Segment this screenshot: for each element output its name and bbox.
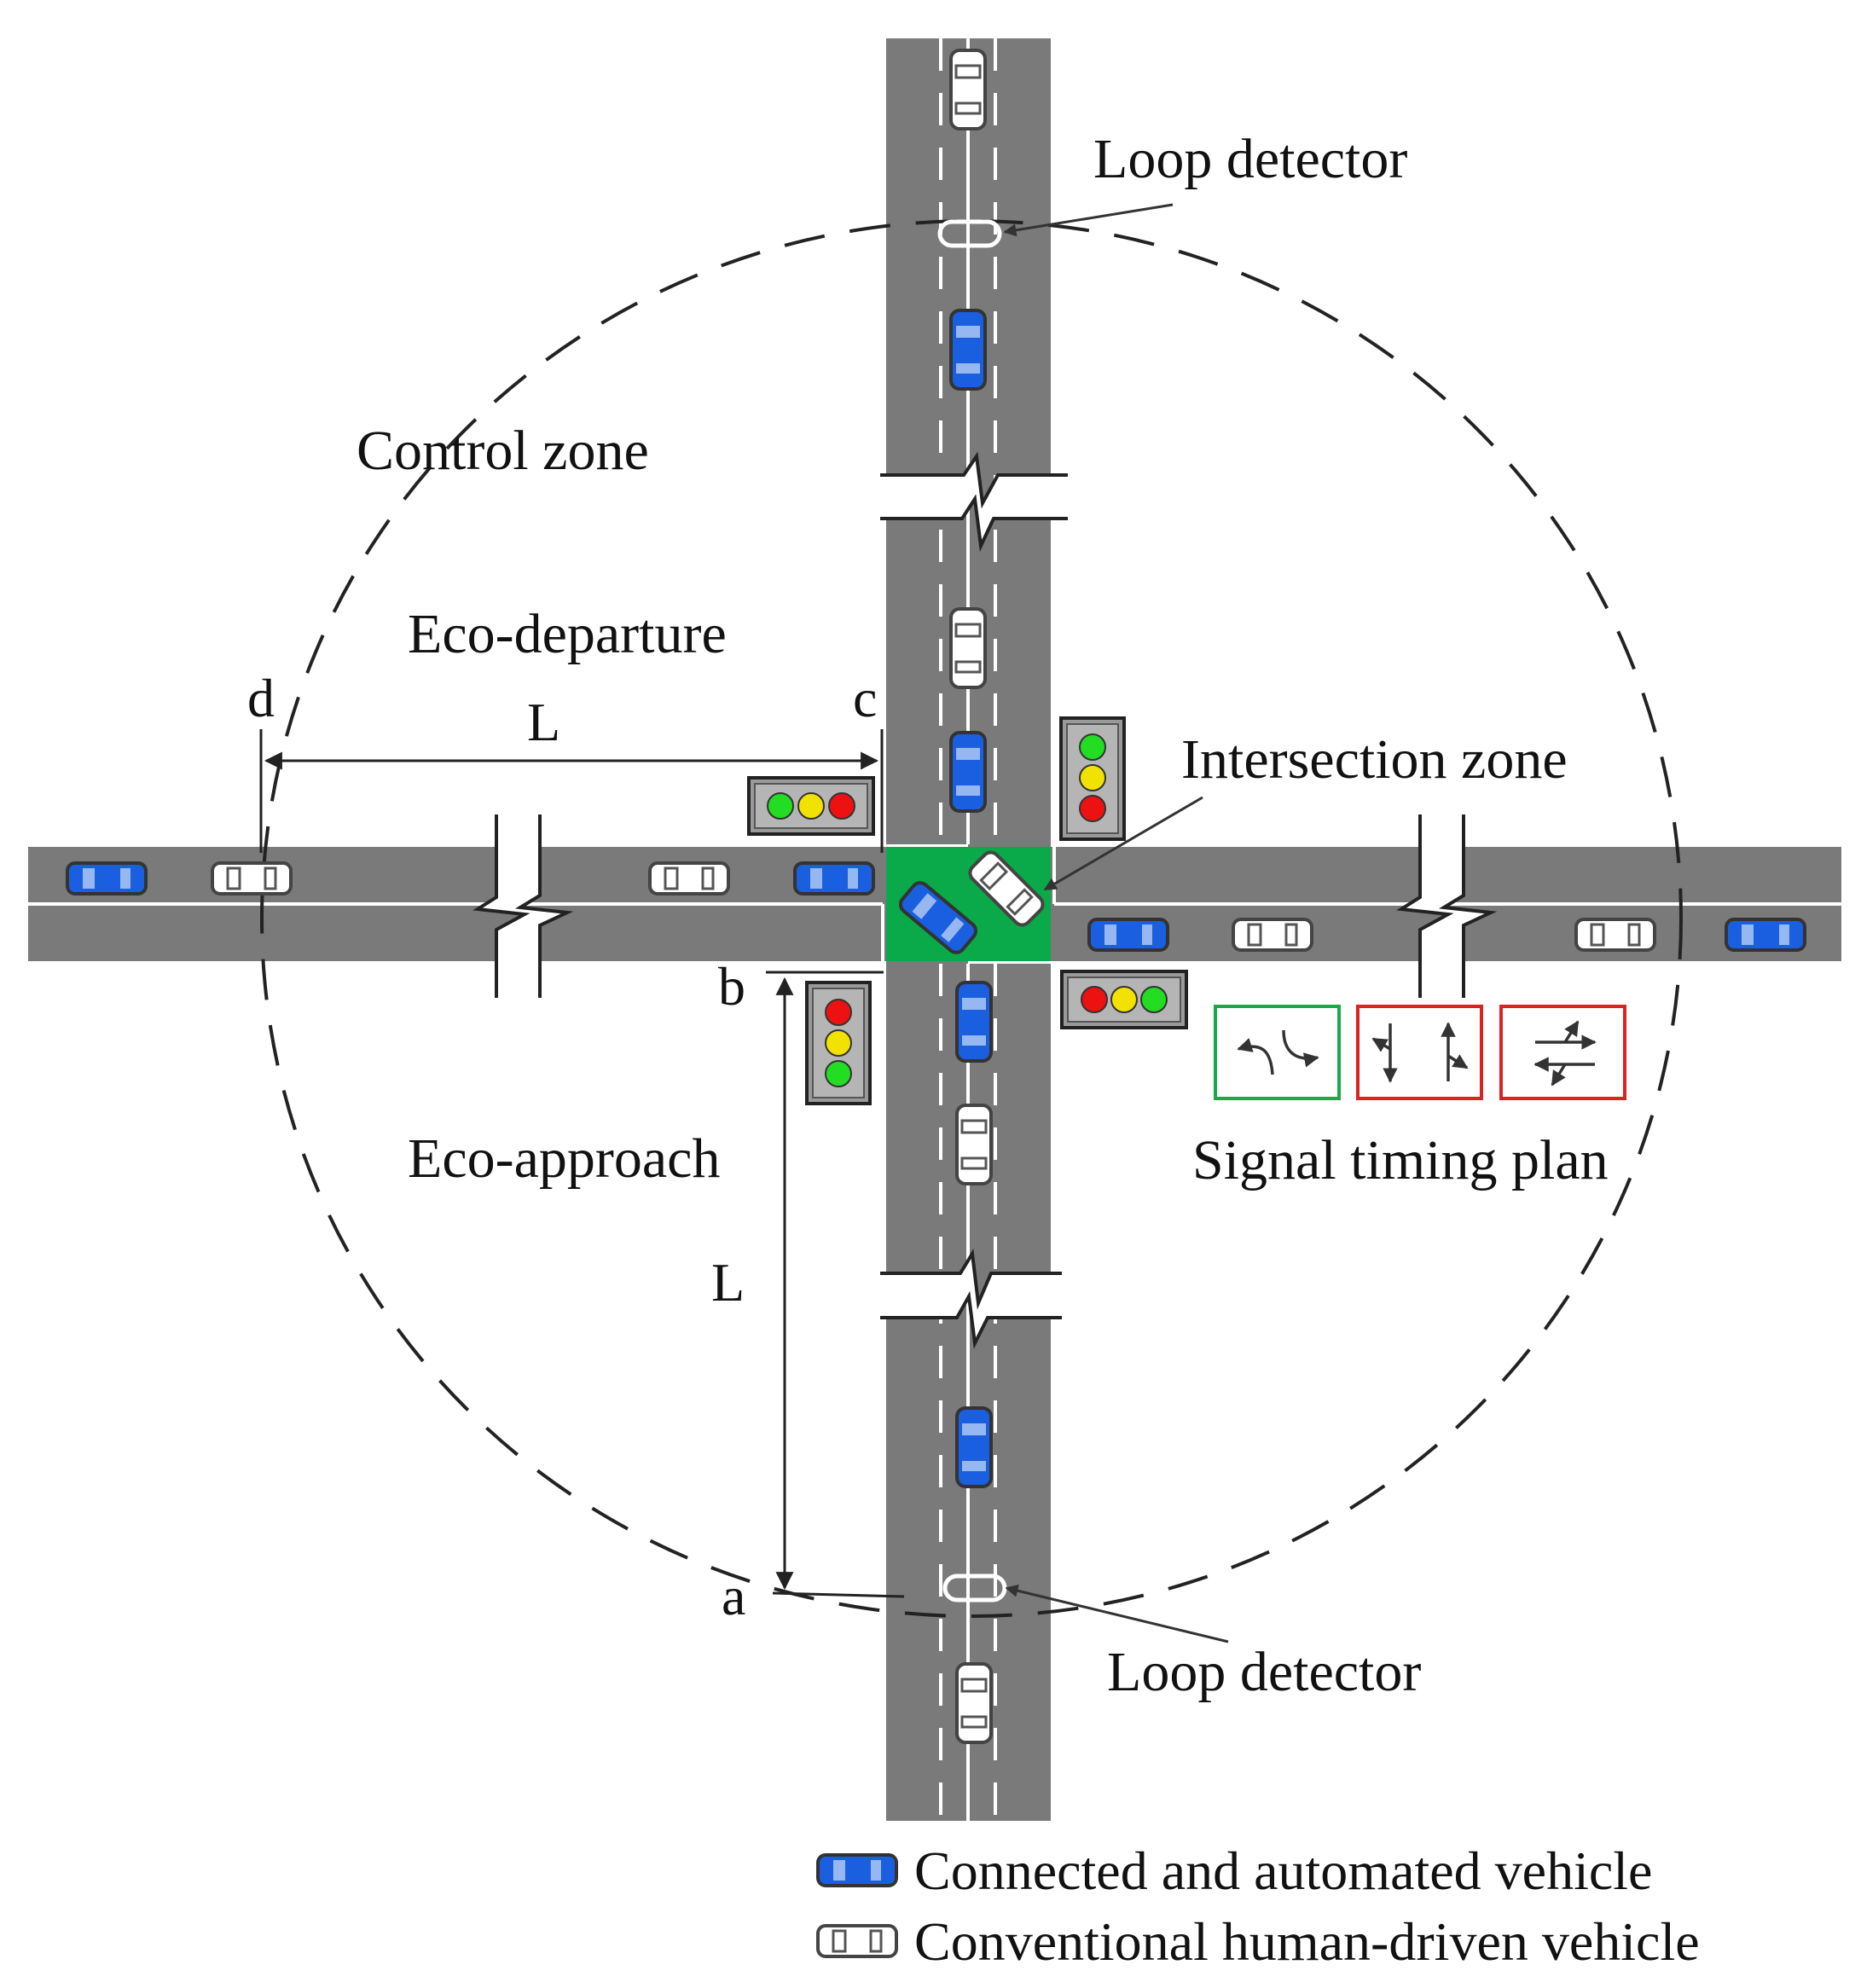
cav-vehicle (955, 1406, 993, 1488)
loop-detector-top-label: Loop detector (1093, 128, 1407, 190)
hdv-vehicle (1232, 918, 1313, 952)
signal-lamp-green (1140, 986, 1168, 1013)
legend-cav-swatch (816, 1853, 898, 1887)
cav-vehicle (949, 731, 987, 813)
signal-lamp-yellow (825, 1029, 852, 1057)
length-horizontal-label: L (527, 692, 560, 752)
eco-approach-dimension (766, 971, 905, 1598)
point-d-label: d (247, 668, 275, 728)
cav-vehicle (949, 309, 987, 391)
cav-vehicle (1087, 918, 1169, 952)
loop-detector-south-pointer (1005, 1584, 1229, 1643)
cav-vehicle (1725, 918, 1806, 952)
eco-departure-label: Eco-departure (408, 603, 727, 665)
signal-lamp-red (1081, 986, 1108, 1013)
through-arrows-icon (1371, 1022, 1469, 1083)
length-vertical-label: L (711, 1252, 745, 1313)
legend-hdv-label: Conventional human-driven vehicle (914, 1911, 1700, 1972)
hdv-vehicle (211, 861, 293, 895)
traffic-signal-west (747, 776, 875, 836)
intersection-zone-label: Intersection zone (1181, 728, 1568, 791)
point-c-label: c (853, 668, 877, 728)
traffic-signal-north (1059, 716, 1126, 841)
signal-lamp-yellow (1079, 764, 1106, 791)
signal-lamp-green (767, 792, 794, 820)
signal-phase-3 (1499, 1005, 1626, 1100)
hdv-vehicle (955, 1104, 993, 1185)
signal-timing-plan (1214, 1005, 1626, 1100)
signal-lamp-yellow (797, 792, 825, 820)
signal-lamp-red (825, 999, 852, 1026)
cav-vehicle (66, 861, 148, 895)
control-zone-boundary (260, 219, 1683, 1618)
signal-phase-1 (1214, 1005, 1341, 1100)
road-break-west (472, 814, 574, 998)
control-zone-label: Control zone (357, 420, 649, 482)
signal-timing-plan-label: Signal timing plan (1192, 1129, 1609, 1191)
hdv-vehicle (949, 607, 987, 689)
road-break-east (1396, 814, 1498, 998)
signal-lamp-green (1079, 733, 1106, 761)
loop-detector-north-pointer (1003, 203, 1174, 237)
point-a-label: a (722, 1566, 745, 1626)
road-break-south (880, 1249, 1062, 1349)
loop-detector-bottom-label: Loop detector (1107, 1641, 1421, 1703)
cav-vehicle (793, 861, 875, 895)
legend-cav-label: Connected and automated vehicle (914, 1840, 1652, 1901)
traffic-signal-south (805, 981, 872, 1105)
traffic-signal-east (1060, 970, 1188, 1029)
hdv-vehicle (949, 49, 987, 130)
signal-lamp-green (825, 1060, 852, 1087)
crossing-arrows-icon (1533, 1020, 1597, 1087)
road-breaks (472, 451, 1498, 1349)
road-break-north (880, 451, 1068, 553)
signal-phase-2 (1356, 1005, 1483, 1100)
left-turn-arrows-icon (1237, 1029, 1319, 1075)
signal-lamp-yellow (1110, 986, 1138, 1013)
eco-departure-dimension (259, 729, 884, 853)
loop-detector-south (942, 1574, 1007, 1603)
hdv-vehicle (648, 861, 730, 895)
point-b-label: b (718, 956, 745, 1017)
eco-approach-label: Eco-approach (408, 1127, 720, 1190)
loop-detector-north (937, 219, 1002, 248)
hdv-vehicle (1574, 918, 1656, 952)
cav-vehicle (955, 981, 993, 1063)
signal-lamp-red (828, 792, 855, 820)
signal-lamp-red (1079, 795, 1106, 822)
intersection-zone-pointer (1043, 796, 1203, 891)
legend: Connected and automated vehicle Conventi… (816, 1840, 1700, 1972)
hdv-vehicle (955, 1662, 993, 1744)
legend-hdv-swatch (816, 1924, 898, 1958)
